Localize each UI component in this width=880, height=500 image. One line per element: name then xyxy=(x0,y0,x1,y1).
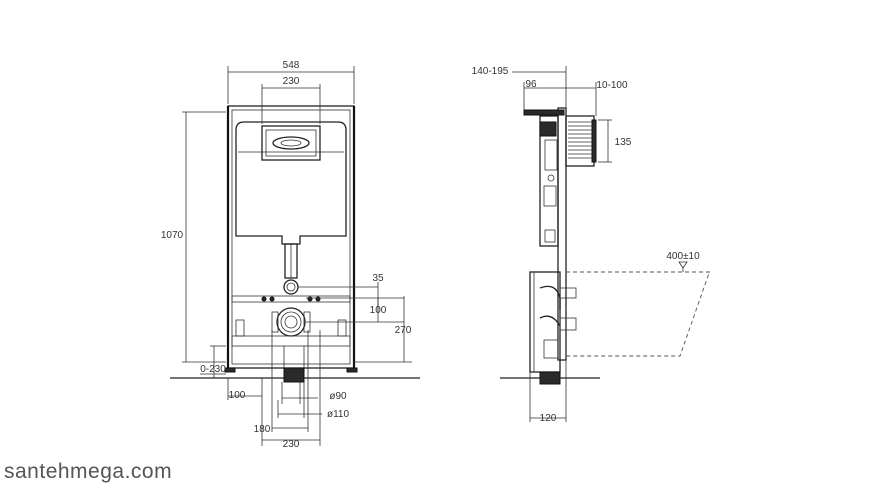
side-cistern xyxy=(539,115,559,247)
dim-100-right: 100 xyxy=(370,305,387,316)
dim-10-100: 10-100 xyxy=(596,80,628,91)
dim-230-top: 230 xyxy=(283,76,300,87)
toilet-bowl-outline xyxy=(566,271,711,357)
flush-button xyxy=(272,136,310,150)
dim-35: 35 xyxy=(372,273,384,284)
side-flush-housing xyxy=(565,115,595,167)
side-view: 140-195 96 10-100 135 400±10 120 xyxy=(472,66,711,424)
dim-100-left: 100 xyxy=(229,390,246,401)
dim-120: 120 xyxy=(540,413,557,424)
dim-400-10: 400±10 xyxy=(666,251,700,262)
dim-d110: ø110 xyxy=(327,409,349,420)
dim-135: 135 xyxy=(615,137,632,148)
frame-outer xyxy=(227,105,355,369)
flush-plate xyxy=(261,125,321,161)
dim-548: 548 xyxy=(283,60,300,71)
cistern-tank xyxy=(235,121,347,245)
dim-1070: 1070 xyxy=(161,230,184,241)
side-frame-post xyxy=(557,107,567,361)
watermark: santehmega.com xyxy=(4,460,173,483)
dim-230-bottom: 230 xyxy=(283,439,300,450)
front-view: 548 230 1070 0-230 35 100 270 100 xyxy=(161,60,420,450)
dim-96: 96 xyxy=(525,79,537,90)
dim-270: 270 xyxy=(395,325,412,336)
dim-140-195: 140-195 xyxy=(472,66,509,77)
dim-0-230: 0-230 xyxy=(200,364,226,375)
dim-d90: ø90 xyxy=(329,391,347,402)
